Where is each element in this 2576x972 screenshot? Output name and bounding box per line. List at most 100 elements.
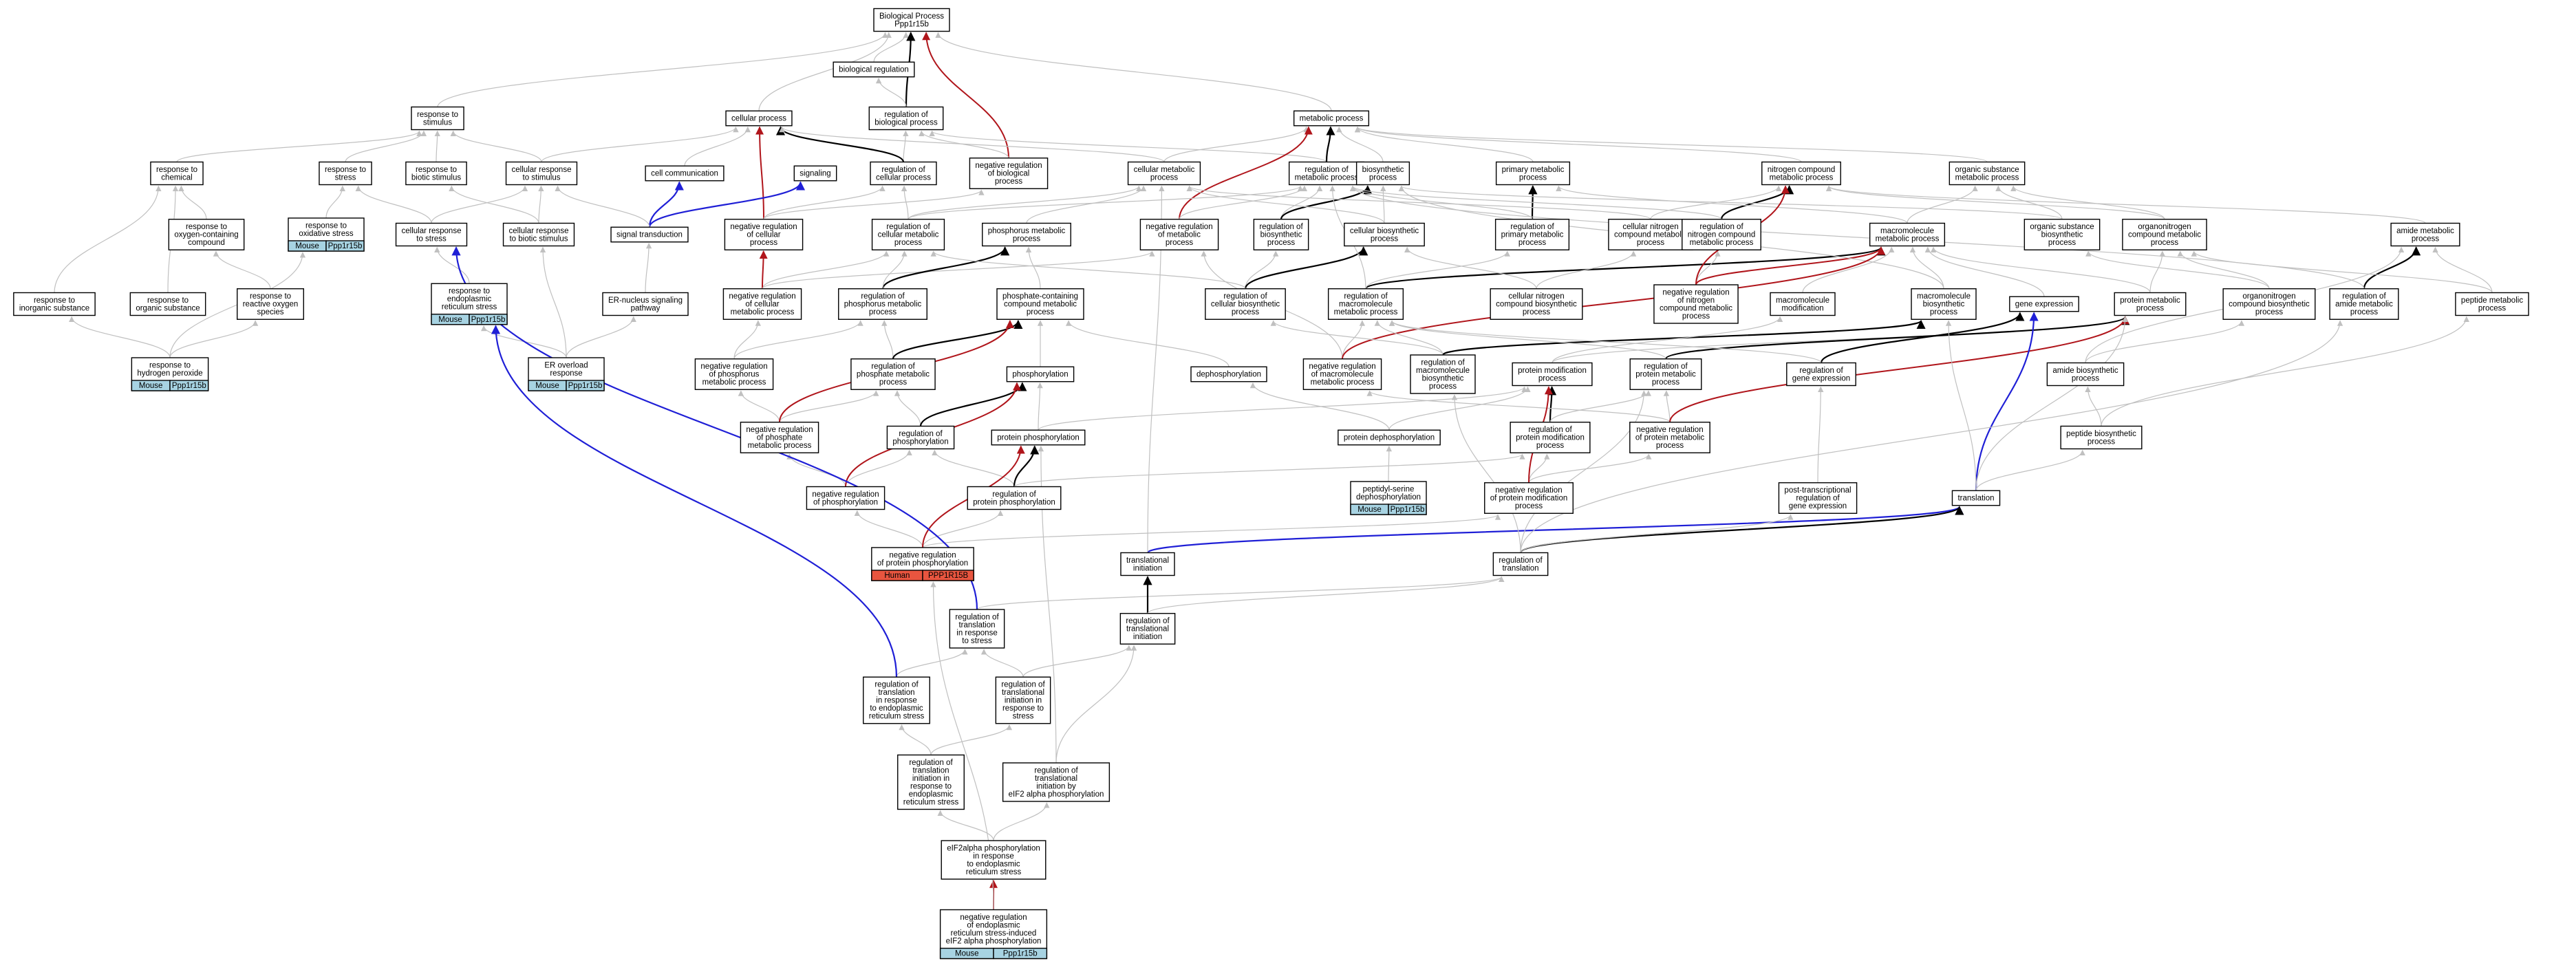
edge-negregphosph-to-negregphosphate bbox=[786, 453, 846, 487]
edge-regprotphos-to-regphosph bbox=[932, 449, 1015, 487]
edge-regtransinit-to-regtrans bbox=[1147, 576, 1505, 614]
edge-peptidebio-to-amidebio bbox=[2085, 386, 2102, 426]
node-label-line: translation bbox=[1502, 564, 1538, 572]
node-label-line: regulation of bbox=[909, 759, 953, 767]
node-label-line: of macromolecule bbox=[1311, 371, 1374, 379]
node-label-line: process bbox=[1027, 308, 1055, 316]
node-label-line: macromolecule bbox=[1339, 301, 1393, 309]
node-box bbox=[129, 292, 206, 316]
edge-negregphosphate-to-regphosphate bbox=[779, 390, 879, 422]
node-label-line: reticulum stress bbox=[869, 713, 925, 721]
edge-regmacro-to-regprimmeta bbox=[1365, 250, 1510, 289]
node-label-line: chemical bbox=[161, 173, 192, 182]
node-label-line: phosphate metabolic bbox=[857, 371, 930, 379]
node-label-line: regulation of bbox=[1644, 363, 1688, 371]
node-box bbox=[1120, 552, 1175, 576]
node-box bbox=[870, 161, 937, 186]
edge-respchem-to-respstim bbox=[176, 130, 422, 163]
edge-cellmeta-to-cellproc bbox=[779, 126, 1165, 163]
edge-regnitro-to-regmeta bbox=[1350, 185, 1722, 220]
edge-erover-to-ernucleus bbox=[566, 316, 636, 358]
node-label-line: regulation of bbox=[1305, 166, 1349, 174]
node-label-line: cellular metabolic bbox=[878, 231, 939, 239]
node-label-line: cellular process bbox=[876, 173, 931, 182]
node-label-line: cellular response bbox=[512, 166, 572, 174]
node-label-line: initiation bbox=[1133, 633, 1162, 641]
node-box bbox=[150, 161, 204, 186]
node-label-line: in response bbox=[876, 697, 916, 705]
node-box bbox=[13, 292, 96, 316]
node-label-line: response to bbox=[250, 292, 291, 301]
node-label-line: process bbox=[1232, 308, 1260, 316]
edge-metaproc-to-bp bbox=[935, 32, 1332, 111]
edge-regcellmeta-to-regmeta bbox=[908, 185, 1303, 220]
gene-label: Ppp1r15b bbox=[471, 316, 506, 324]
node-box bbox=[1494, 219, 1570, 250]
edge-reggeneexp-to-geneexp bbox=[1820, 312, 2025, 363]
node-label-line: negative regulation bbox=[1636, 426, 1703, 434]
node-label-line: process bbox=[1682, 312, 1710, 321]
node-label-line: regulation of bbox=[1223, 292, 1267, 301]
node-label-line: ER overload bbox=[544, 361, 588, 369]
edge-regprotphos-to-protphos bbox=[1013, 445, 1040, 487]
edge-regtransinitstress-to-regtransstress bbox=[980, 649, 1024, 678]
edge-regmacrobio-to-regmacro bbox=[1374, 320, 1443, 356]
node-label-line: metabolic process bbox=[1295, 173, 1359, 182]
go-term-node-cellcomm: cell communication bbox=[645, 165, 724, 182]
node-label-line: regulation of bbox=[1510, 223, 1554, 231]
node-label-line: metabolic process bbox=[702, 378, 766, 387]
node-label-line: response to bbox=[416, 166, 457, 174]
edge-amidemeta-to-nitrometa bbox=[1826, 185, 2426, 224]
node-label-line: regulation of bbox=[1344, 292, 1388, 301]
node-label-line: biological process bbox=[874, 118, 938, 127]
edge-negregmeta-to-metaproc bbox=[1179, 126, 1313, 219]
edge-dephos-to-phosphcomp bbox=[1065, 320, 1230, 367]
node-label-line: of cellular bbox=[745, 301, 779, 309]
node-label-line: gene expression bbox=[2015, 301, 2073, 309]
node-label-line: metabolic process bbox=[748, 442, 812, 450]
node-label-line: cellular biosynthetic bbox=[1350, 227, 1419, 235]
edge-organonitrobio-to-organonitro bbox=[2177, 250, 2270, 289]
node-label-line: regulation of bbox=[1421, 358, 1465, 367]
edge-regprotmeta-to-protmeta bbox=[1664, 316, 2130, 360]
node-label-line: process bbox=[1515, 502, 1543, 510]
node-label-line: response to bbox=[186, 223, 227, 231]
node-label-line: peptide biosynthetic bbox=[2066, 430, 2136, 438]
edge-regtransinitstress-to-regtransinit bbox=[1022, 645, 1132, 678]
node-label-line: response to bbox=[305, 222, 347, 230]
edge-regmacrobio-to-regcellbio bbox=[1270, 320, 1443, 356]
node-label-line: metabolic process bbox=[1770, 173, 1834, 182]
node-label-line: negative regulation bbox=[812, 490, 879, 499]
edge-phosphmeta-to-cellmeta bbox=[1026, 185, 1147, 224]
edge-negregprotphos-to-negregprotmod bbox=[922, 514, 1501, 548]
edge-regtrans-to-translation bbox=[1519, 506, 1964, 554]
gene-label: Ppp1r15b bbox=[328, 242, 363, 250]
gene-label: Ppp1r15b bbox=[1003, 950, 1038, 958]
node-label-line: response bbox=[550, 369, 582, 378]
edge-negregprotphos-to-negregphosph bbox=[854, 510, 923, 548]
node-box bbox=[395, 222, 468, 247]
node-box bbox=[645, 165, 724, 182]
node-label-line: protein modification bbox=[1516, 434, 1585, 442]
node-label-line: reticulum stress bbox=[966, 868, 1022, 876]
node-label-line: regulation of bbox=[1259, 223, 1303, 231]
edge-eif2er-to-regtransiniter bbox=[937, 810, 994, 841]
edge-protphos-to-phosphorylation bbox=[1037, 382, 1043, 431]
node-label-line: negative regulation bbox=[1146, 223, 1212, 231]
